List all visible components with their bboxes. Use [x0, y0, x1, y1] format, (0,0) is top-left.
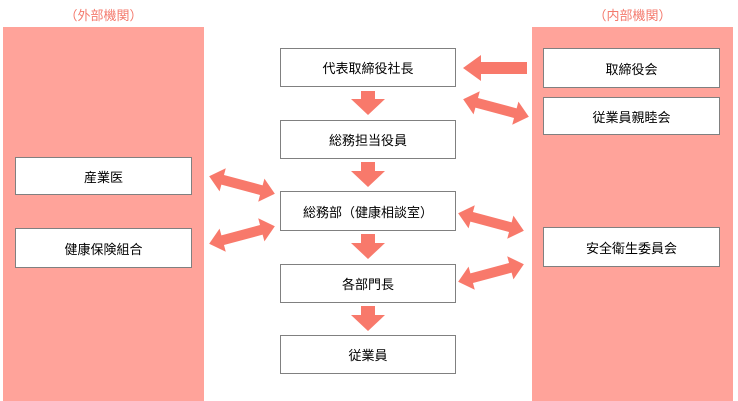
down-arrow-4 — [351, 306, 385, 331]
external-item-health-insurance-union: 健康保険組合 — [15, 228, 192, 268]
center-item-general-affairs-dept: 総務部（健康相談室） — [280, 191, 456, 231]
internal-item-board: 取締役会 — [543, 48, 720, 88]
down-arrow-3 — [351, 234, 385, 259]
internal-item-safety-health-committee: 安全衛生委員会 — [543, 227, 720, 267]
center-item-employees: 従業員 — [280, 335, 456, 374]
down-arrow-2 — [351, 162, 385, 187]
internal-item-employee-association: 従業員親睦会 — [543, 97, 720, 135]
internal-panel-title: （内部機関） — [593, 9, 672, 24]
center-item-department-heads: 各部門長 — [280, 264, 456, 303]
double-arrow-committee-upper — [458, 205, 524, 239]
left-arrow-board — [463, 55, 527, 81]
center-item-president: 代表取締役社長 — [280, 48, 456, 87]
double-arrow-association — [463, 91, 529, 125]
external-panel — [3, 27, 204, 401]
external-item-occupational-physician: 産業医 — [15, 157, 192, 195]
external-panel-title: （外部機関） — [64, 9, 143, 24]
double-arrow-insurance — [209, 218, 275, 252]
double-arrow-physician — [209, 168, 275, 202]
double-arrow-committee-lower — [458, 256, 524, 290]
down-arrow-1 — [351, 91, 385, 115]
internal-panel — [532, 27, 733, 401]
center-item-general-affairs-officer: 総務担当役員 — [280, 120, 456, 159]
